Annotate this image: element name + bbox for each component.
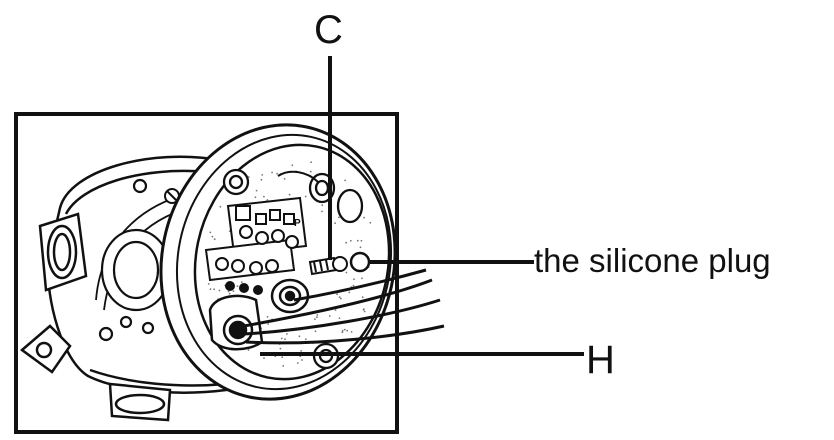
rear-center-boss	[98, 178, 172, 342]
callout-label-silicone-plug: the silicone plug	[534, 242, 771, 279]
cable-grommet	[270, 278, 310, 314]
figure-frame	[14, 112, 399, 434]
conduit-hub-left	[38, 212, 88, 292]
terminal-block: P	[204, 196, 308, 282]
lid-boss-left	[277, 170, 319, 183]
leader-lines	[260, 56, 584, 356]
callout-label-h: H	[586, 338, 615, 382]
terminal-screws	[225, 281, 263, 295]
brand-stamp-glyph: P	[294, 218, 301, 229]
rear-screw	[164, 188, 180, 204]
silicone-plug	[349, 251, 371, 273]
conduit-hub-bottom	[108, 382, 172, 422]
lead-wires	[243, 268, 445, 345]
mounting-ear-bottom	[19, 324, 72, 374]
callout-label-c: C	[314, 8, 343, 52]
ground-screw-C	[308, 256, 348, 276]
